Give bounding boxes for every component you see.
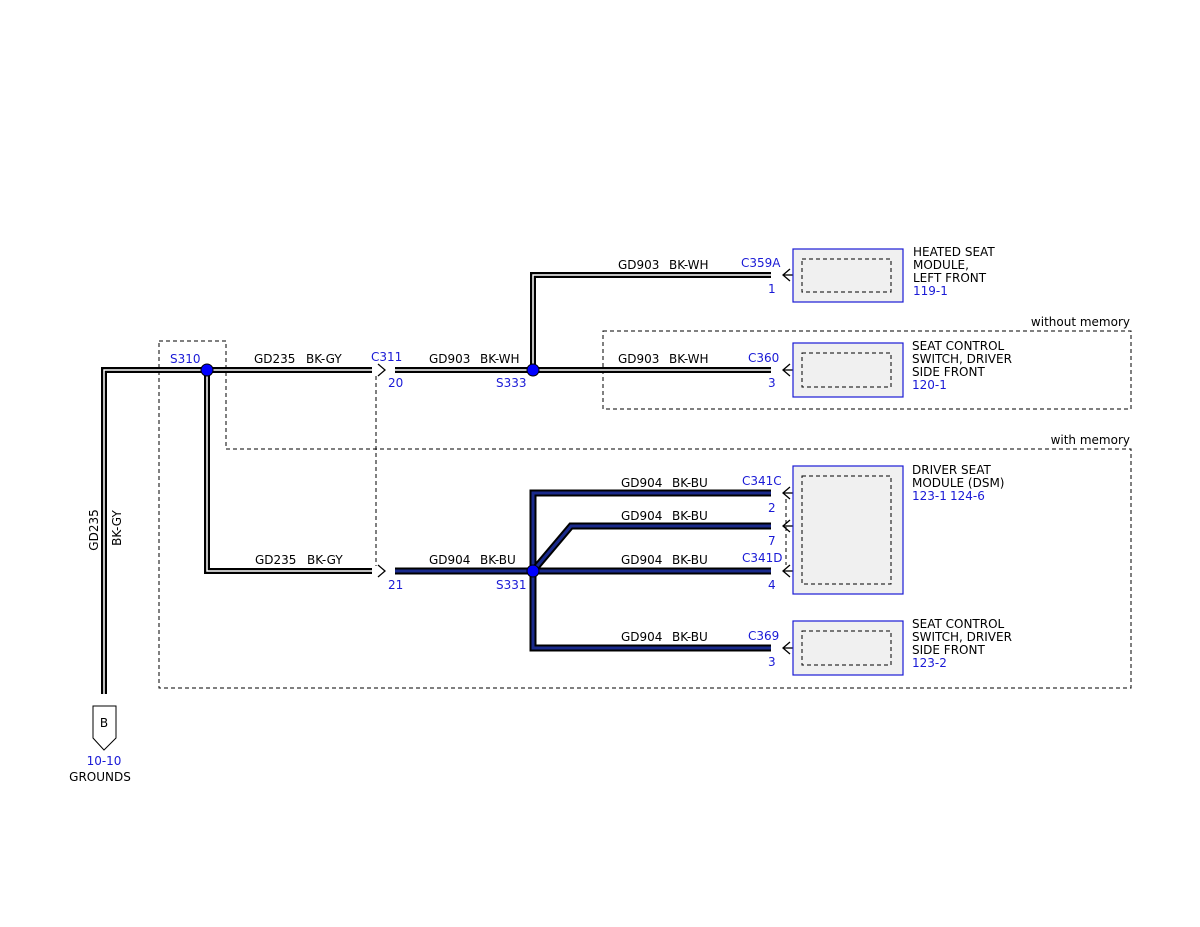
gd904-c341d-color: BK-BU bbox=[672, 553, 708, 567]
svg-text:124-6: 124-6 bbox=[950, 489, 985, 503]
svg-text:MODULE,: MODULE, bbox=[913, 258, 969, 272]
gd904-c341c-circuit: GD904 bbox=[621, 476, 662, 490]
gd235-top-circuit: GD235 bbox=[254, 352, 295, 366]
svg-text:SIDE FRONT: SIDE FRONT bbox=[912, 643, 985, 657]
heated-seat-module-label: HEATED SEAT MODULE, LEFT FRONT 119-1 bbox=[913, 245, 995, 298]
splice-s331 bbox=[526, 564, 540, 578]
c341-pin-7: 7 bbox=[768, 534, 776, 548]
gd904-pin7-color: BK-BU bbox=[672, 509, 708, 523]
gd903-heated-circuit: GD903 bbox=[618, 258, 659, 272]
splice-s310-label: S310 bbox=[170, 352, 201, 366]
gd903-switch-color: BK-WH bbox=[669, 352, 709, 366]
gd235-bottom-color: BK-GY bbox=[307, 553, 343, 567]
gd903-wires bbox=[395, 272, 771, 373]
gd903-mid-color: BK-WH bbox=[480, 352, 520, 366]
gd904-pin7-circuit: GD904 bbox=[621, 509, 662, 523]
svg-text:SIDE FRONT: SIDE FRONT bbox=[912, 365, 985, 379]
seat-switch-front-label: SEAT CONTROL SWITCH, DRIVER SIDE FRONT 1… bbox=[912, 339, 1012, 392]
c311-pin-20: 20 bbox=[388, 376, 403, 390]
gd904-c341d-circuit: GD904 bbox=[621, 553, 662, 567]
c341d-pin: 4 bbox=[768, 578, 776, 592]
gd904-c369-circuit: GD904 bbox=[621, 630, 662, 644]
component-arrows bbox=[782, 268, 793, 655]
with-memory-region bbox=[158, 340, 1132, 689]
heated-seat-module-box bbox=[792, 248, 904, 303]
svg-text:123-1: 123-1 bbox=[912, 489, 947, 503]
gd904-mid-circuit: GD904 bbox=[429, 553, 470, 567]
dsm-label: DRIVER SEAT MODULE (DSM) 123-1 124-6 bbox=[912, 463, 1004, 503]
svg-text:120-1: 120-1 bbox=[912, 378, 947, 392]
gd904-c369-color: BK-BU bbox=[672, 630, 708, 644]
gd235-bottom-wire bbox=[204, 370, 372, 574]
ground-label: GROUNDS bbox=[69, 770, 131, 784]
without-memory-label: without memory bbox=[1031, 315, 1130, 329]
ground-letter: B bbox=[100, 716, 108, 730]
splice-s310 bbox=[200, 363, 214, 377]
c369-label: C369 bbox=[748, 629, 779, 643]
c311-pin21-arrow bbox=[377, 564, 386, 578]
svg-text:MODULE (DSM): MODULE (DSM) bbox=[912, 476, 1004, 490]
gd235-vertical-color: BK-GY bbox=[110, 510, 124, 546]
svg-text:HEATED SEAT: HEATED SEAT bbox=[913, 245, 995, 259]
c369-pin: 3 bbox=[768, 655, 776, 669]
splice-s331-label: S331 bbox=[496, 578, 527, 592]
gd235-top-color: BK-GY bbox=[306, 352, 342, 366]
c359a-label: C359A bbox=[741, 256, 781, 270]
svg-text:LEFT FRONT: LEFT FRONT bbox=[913, 271, 987, 285]
gd903-mid-circuit: GD903 bbox=[429, 352, 470, 366]
c341c-pin: 2 bbox=[768, 501, 776, 515]
gd235-bottom-circuit: GD235 bbox=[255, 553, 296, 567]
c311-arrows bbox=[377, 363, 386, 578]
svg-text:123-2: 123-2 bbox=[912, 656, 947, 670]
ground-symbol bbox=[92, 705, 117, 751]
c311-pin-21: 21 bbox=[388, 578, 403, 592]
gd903-heated-color: BK-WH bbox=[669, 258, 709, 272]
svg-text:SWITCH, DRIVER: SWITCH, DRIVER bbox=[912, 630, 1012, 644]
gd904-wires bbox=[395, 489, 771, 652]
with-memory-label: with memory bbox=[1051, 433, 1130, 447]
gd904-mid-color: BK-BU bbox=[480, 553, 516, 567]
seat-switch-memory-label: SEAT CONTROL SWITCH, DRIVER SIDE FRONT 1… bbox=[912, 617, 1012, 670]
gd903-switch-circuit: GD903 bbox=[618, 352, 659, 366]
c311-label: C311 bbox=[371, 350, 402, 364]
c360-label: C360 bbox=[748, 351, 779, 365]
c341c-label: C341C bbox=[742, 474, 782, 488]
svg-text:119-1: 119-1 bbox=[913, 284, 948, 298]
svg-text:SWITCH, DRIVER: SWITCH, DRIVER bbox=[912, 352, 1012, 366]
c359a-pin: 1 bbox=[768, 282, 776, 296]
c360-pin: 3 bbox=[768, 376, 776, 390]
gd235-vertical-circuit: GD235 bbox=[87, 509, 101, 550]
dsm-box bbox=[792, 465, 904, 595]
svg-text:SEAT CONTROL: SEAT CONTROL bbox=[912, 339, 1005, 353]
svg-text:SEAT CONTROL: SEAT CONTROL bbox=[912, 617, 1005, 631]
c341d-label: C341D bbox=[742, 551, 783, 565]
splice-s333 bbox=[526, 363, 540, 377]
splice-s333-label: S333 bbox=[496, 376, 527, 390]
c311-pin20-arrow bbox=[377, 363, 386, 377]
seat-switch-front-box bbox=[792, 342, 904, 398]
ground-ref: 10-10 bbox=[87, 754, 122, 768]
seat-switch-memory-box bbox=[792, 620, 904, 676]
svg-text:DRIVER SEAT: DRIVER SEAT bbox=[912, 463, 992, 477]
gd904-c341c-color: BK-BU bbox=[672, 476, 708, 490]
gd235-wires bbox=[101, 367, 372, 694]
